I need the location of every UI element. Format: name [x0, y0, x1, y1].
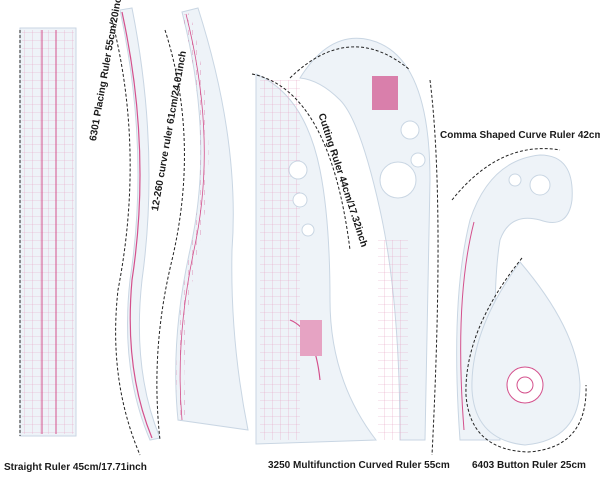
- button-ruler: [465, 257, 587, 453]
- label-button-ruler: 6403 Button Ruler 25cm: [472, 460, 586, 471]
- multifunction-curved-ruler: [289, 37, 439, 456]
- cutting-ruler: [251, 73, 377, 445]
- straight-ruler: [19, 27, 77, 437]
- placing-ruler: [111, 7, 161, 456]
- label-comma-ruler: Comma Shaped Curve Ruler 42cm: [440, 130, 600, 141]
- curve-ruler: [156, 7, 249, 441]
- label-multifunction-ruler: 3250 Multifunction Curved Ruler 55cm: [268, 460, 450, 471]
- label-straight-ruler: Straight Ruler 45cm/17.71inch: [4, 462, 147, 473]
